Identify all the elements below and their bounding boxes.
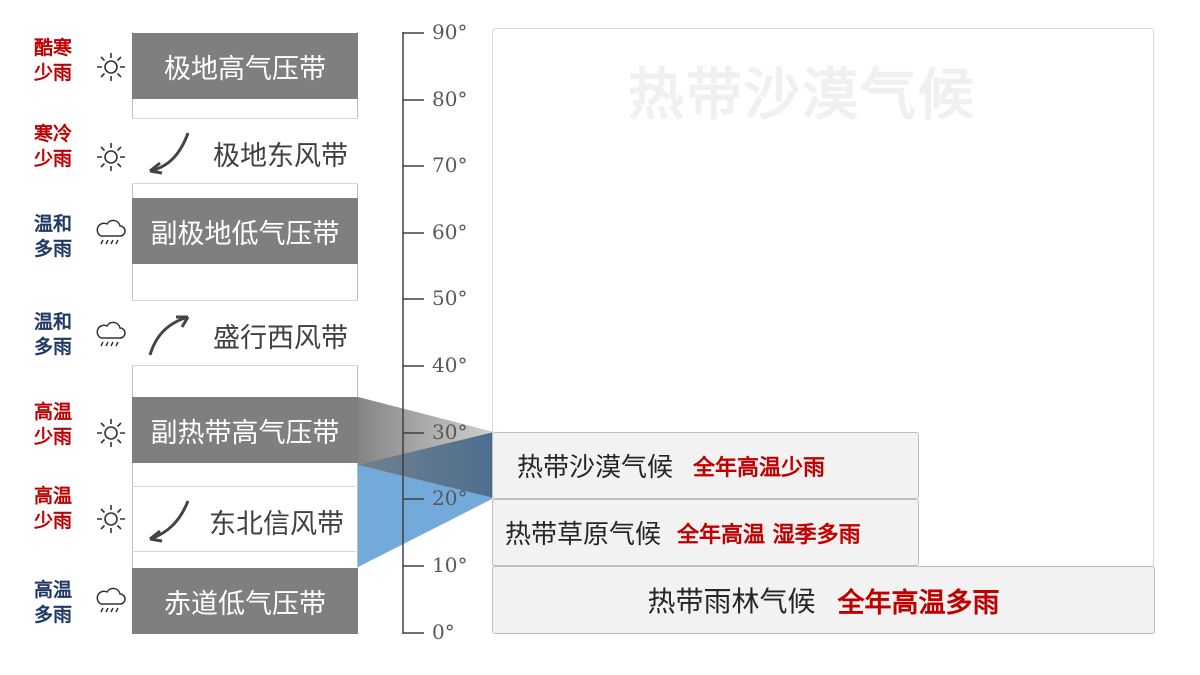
- wind-arrow-icon: [148, 315, 190, 356]
- wind-belt-label: 极地东风带: [213, 141, 348, 172]
- desert-climate-box: 热带沙漠气候 全年高温少雨: [492, 432, 919, 499]
- desert-overlap-wedge: [358, 432, 494, 498]
- wind-arrow-icon: [149, 132, 190, 175]
- climate-label-equatorial-low: 高温 多雨: [26, 578, 80, 628]
- climate-name: 热带草原气候: [505, 520, 662, 550]
- latitude-label: 80°: [432, 87, 468, 111]
- latitude-label: 10°: [432, 553, 468, 577]
- label-line: 多雨: [33, 336, 72, 358]
- subpolar-low-belt: 副极地低气压带: [132, 198, 358, 264]
- panel-title-watermark: 热带沙漠气候: [628, 63, 976, 128]
- westerlies-belt: 盛行西风带: [132, 300, 358, 366]
- label-line: 寒冷: [33, 123, 72, 145]
- latitude-label: 60°: [432, 220, 468, 244]
- climate-feature: 全年高温 湿季多雨: [677, 522, 861, 548]
- label-line: 多雨: [33, 604, 72, 626]
- label-line: 多雨: [33, 238, 72, 260]
- climate-name: 热带沙漠气候: [517, 453, 674, 483]
- latitude-label: 0°: [432, 620, 455, 644]
- climate-label-subpolar-low: 温和 多雨: [26, 212, 80, 262]
- polar-east-wind-belt: 极地东风带: [132, 118, 358, 184]
- label-line: 高温: [33, 401, 72, 423]
- latitude-label: 40°: [432, 353, 468, 377]
- label-line: 高温: [33, 485, 72, 507]
- polar-high-belt: 极地高气压带: [132, 33, 358, 99]
- wind-belt-label: 盛行西风带: [213, 323, 348, 354]
- latitude-label: 90°: [432, 20, 468, 44]
- latitude-label: 70°: [432, 153, 468, 177]
- climate-label-polar-east-wind: 寒冷 少雨: [26, 122, 80, 172]
- latitude-label: 50°: [432, 286, 468, 310]
- sun-icon: [97, 505, 125, 533]
- latitude-label: 20°: [432, 486, 468, 510]
- climate-feature: 全年高温少雨: [693, 455, 826, 481]
- savanna-climate-box: 热带草原气候 全年高温 湿季多雨: [492, 499, 919, 566]
- sun-icon: [97, 419, 125, 447]
- ne-trade-wind-belt: 东北信风带: [132, 486, 358, 552]
- latitude-label: 30°: [432, 420, 468, 444]
- equatorial-low-belt: 赤道低气压带: [132, 568, 358, 634]
- wind-arrow-icon: [149, 500, 190, 543]
- rain-cloud-icon: [96, 321, 126, 347]
- climate-feature: 全年高温多雨: [837, 587, 1000, 619]
- sun-icon: [97, 143, 125, 171]
- subtropical-high-belt: 副热带高气压带: [132, 397, 358, 463]
- climate-label-subtropical-high: 高温 少雨: [26, 400, 80, 450]
- label-line: 高温: [33, 579, 72, 601]
- rainforest-climate-box: 热带雨林气候 全年高温多雨: [492, 566, 1155, 634]
- climate-label-westerlies: 温和 多雨: [26, 310, 80, 360]
- wind-belt-label: 东北信风带: [209, 509, 344, 540]
- label-line: 酷寒: [33, 37, 72, 59]
- rain-cloud-icon: [96, 219, 126, 245]
- label-line: 少雨: [33, 510, 72, 532]
- rain-cloud-icon: [96, 587, 126, 613]
- trade-wind-to-savanna-wedge: [358, 465, 494, 567]
- sun-icon: [97, 53, 125, 81]
- climate-label-polar-high: 酷寒 少雨: [26, 36, 80, 86]
- label-line: 少雨: [33, 62, 72, 84]
- label-line: 温和: [33, 311, 72, 333]
- label-line: 少雨: [33, 148, 72, 170]
- label-line: 温和: [33, 213, 72, 235]
- climate-label-trade-wind: 高温 少雨: [26, 484, 80, 534]
- climate-name: 热带雨林气候: [647, 585, 816, 618]
- label-line: 少雨: [33, 426, 72, 448]
